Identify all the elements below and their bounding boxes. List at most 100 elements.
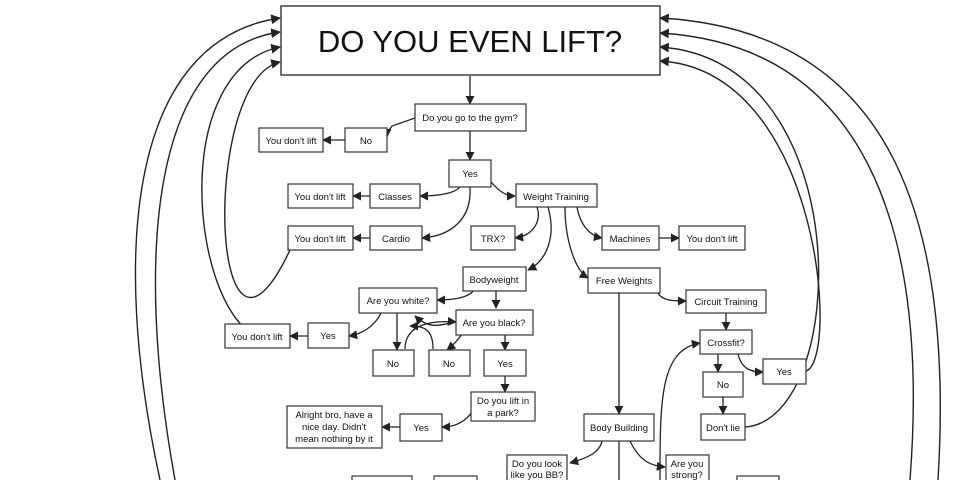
- loop-arrow-right-1: [659, 13, 941, 480]
- svg-text:You don't lift: You don't lift: [686, 234, 737, 245]
- node-machines: Machines: [601, 225, 660, 251]
- edge-no-b-arc: [409, 321, 434, 350]
- cut-off-boxes: [351, 475, 780, 480]
- svg-text:Free Weights: Free Weights: [596, 276, 653, 287]
- node-no-crossfit: No: [702, 371, 744, 398]
- partial-box-1: [351, 475, 413, 480]
- svg-text:Bodyweight: Bodyweight: [469, 275, 518, 286]
- page-title: DO YOU EVEN LIFT?: [318, 24, 622, 59]
- svg-text:Yes: Yes: [462, 169, 478, 180]
- svg-text:Are you black?: Are you black?: [463, 318, 526, 329]
- loop-arrow-left-4: [224, 59, 291, 299]
- svg-text:Yes: Yes: [497, 359, 513, 370]
- edge-up-to-crossfit: [659, 339, 701, 480]
- node-strong-question: Are you strong?: [665, 454, 710, 480]
- edge-black-to-no-b: [446, 333, 463, 351]
- edge-weights-to-trx: [514, 206, 539, 242]
- svg-text:Don't lie: Don't lie: [706, 423, 740, 434]
- edge-white-to-yes: [348, 312, 382, 340]
- node-look-bb-question: Do you look like you BB?: [506, 454, 568, 480]
- node-weight-training: Weight Training: [515, 183, 598, 208]
- svg-text:Weight Training: Weight Training: [523, 192, 589, 203]
- node-dont-lift-1: You don't lift: [258, 127, 324, 153]
- node-bodyweight: Bodyweight: [462, 266, 527, 292]
- node-classes: Classes: [369, 183, 421, 209]
- loop-arrow-right-3: [659, 42, 820, 428]
- partial-box-2: [433, 475, 478, 480]
- node-trx: TRX?: [470, 225, 516, 251]
- node-dont-lift-5: You don't lift: [224, 323, 291, 349]
- node-circuit-training: Circuit Training: [685, 289, 767, 314]
- edge-weights-to-machines: [576, 206, 603, 242]
- node-park-question: Do you lift in a park?: [470, 391, 536, 422]
- svg-text:You don't lift: You don't lift: [294, 192, 345, 203]
- edge-no-a-to-black: [404, 316, 457, 350]
- node-no-b: No: [428, 349, 471, 377]
- svg-text:Yes: Yes: [320, 331, 336, 342]
- svg-text:Body Building: Body Building: [590, 423, 648, 434]
- flow-edges: [289, 76, 764, 480]
- title-node: DO YOU EVEN LIFT?: [280, 5, 661, 76]
- edge-yes-to-classes: [419, 186, 461, 201]
- node-gym-question: Do you go to the gym?: [414, 103, 527, 132]
- edge-weights-to-freeweights: [564, 206, 589, 279]
- svg-text:Do you look: Do you look: [512, 459, 562, 470]
- node-white-question: Are you white?: [358, 287, 438, 314]
- svg-text:Do you go to the gym?: Do you go to the gym?: [422, 113, 518, 124]
- svg-text:No: No: [717, 380, 729, 391]
- svg-text:No: No: [360, 136, 372, 147]
- return-loops-left: [134, 14, 291, 480]
- svg-text:Classes: Classes: [378, 192, 412, 203]
- edge-black-to-white: [414, 315, 456, 327]
- loop-arrow-left-3: [201, 44, 281, 337]
- loop-arrow-right-4: [659, 56, 821, 372]
- edge-yes-to-cardio: [421, 186, 471, 242]
- svg-text:Are you white?: Are you white?: [367, 296, 430, 307]
- svg-text:You don't lift: You don't lift: [231, 332, 282, 343]
- partial-box-3: [736, 475, 780, 480]
- svg-text:No: No: [387, 359, 399, 370]
- svg-text:Circuit Training: Circuit Training: [694, 297, 757, 308]
- svg-text:Yes: Yes: [776, 367, 792, 378]
- svg-text:TRX?: TRX?: [481, 234, 505, 245]
- edge-weights-to-bodyweight: [527, 206, 552, 271]
- svg-text:Alright bro, have a: Alright bro, have a: [295, 410, 373, 421]
- node-dont-lie: Don't lie: [700, 413, 746, 441]
- svg-text:Crossfit?: Crossfit?: [707, 338, 744, 349]
- loop-arrow-left-2: [154, 28, 281, 480]
- edge-crossfit-to-yes: [737, 353, 764, 377]
- node-yes-black: Yes: [483, 349, 527, 377]
- node-yes-gym: Yes: [448, 159, 492, 188]
- node-free-weights: Free Weights: [587, 267, 661, 294]
- loop-arrow-left-1: [134, 14, 281, 480]
- edge-park-to-yes: [441, 411, 473, 432]
- edge-freeweights-to-circuit: [657, 292, 687, 306]
- svg-text:You don't lift: You don't lift: [265, 136, 316, 147]
- edge-gym-to-no: [382, 117, 416, 138]
- edge-bodybuilding-to-look: [569, 440, 603, 466]
- loop-arrow-right-2: [659, 28, 914, 480]
- node-yes-crossfit: Yes: [762, 358, 807, 385]
- return-loops-right: [659, 13, 941, 480]
- svg-text:Are you: Are you: [671, 459, 704, 470]
- node-no-a: No: [372, 349, 415, 377]
- svg-text:like you BB?: like you BB?: [511, 470, 564, 480]
- svg-text:Yes: Yes: [413, 423, 429, 434]
- svg-text:a park?: a park?: [487, 408, 519, 419]
- svg-text:Cardio: Cardio: [382, 234, 410, 245]
- svg-text:Machines: Machines: [610, 234, 651, 245]
- node-dont-lift-4: You don't lift: [678, 225, 746, 251]
- node-black-question: Are you black?: [455, 309, 534, 336]
- svg-text:nice day. Didn't: nice day. Didn't: [302, 422, 366, 433]
- node-yes-white: Yes: [307, 322, 350, 349]
- node-yes-park: Yes: [399, 413, 443, 442]
- node-alright-bro: Alright bro, have a nice day. Didn't mea…: [286, 405, 383, 449]
- svg-text:You don't lift: You don't lift: [294, 234, 345, 245]
- node-dont-lift-2: You don't lift: [287, 183, 354, 209]
- svg-text:Do you lift in: Do you lift in: [477, 396, 529, 407]
- node-crossfit-question: Crossfit?: [699, 329, 753, 355]
- edge-bodybuilding-to-strong: [629, 440, 666, 471]
- svg-text:mean nothing by it: mean nothing by it: [295, 434, 373, 445]
- node-body-building: Body Building: [583, 413, 655, 442]
